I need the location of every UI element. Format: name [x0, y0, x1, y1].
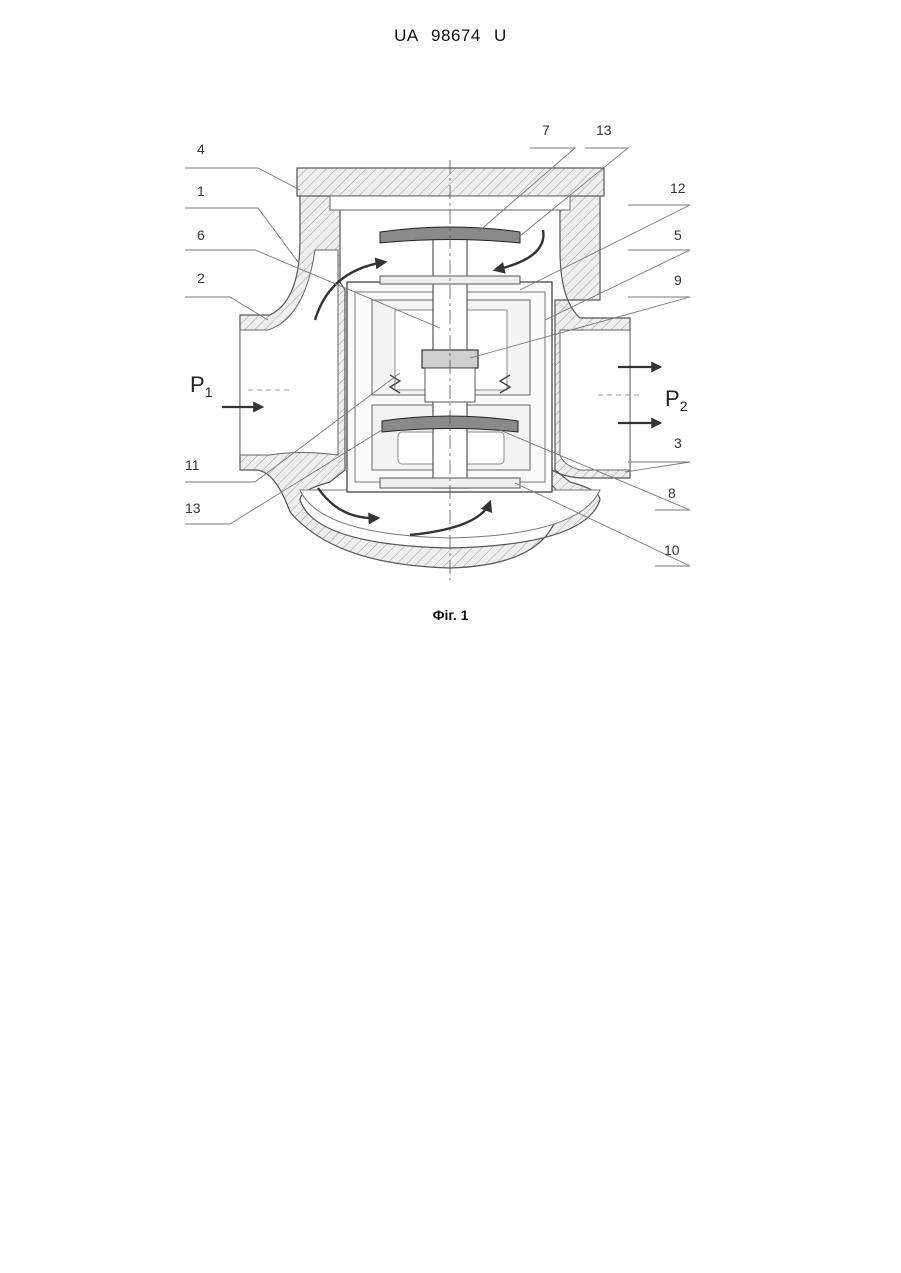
label-12: 12 — [670, 180, 686, 196]
label-9: 9 — [674, 272, 682, 288]
label-6: 6 — [197, 227, 205, 243]
label-5: 5 — [674, 227, 682, 243]
label-3: 3 — [674, 435, 682, 451]
label-13-top: 13 — [596, 122, 612, 138]
label-7: 7 — [542, 122, 550, 138]
cover — [297, 168, 604, 196]
label-13-bottom: 13 — [185, 500, 201, 516]
valve-cross-section-figure: 4 1 6 2 11 13 7 13 12 5 9 3 8 10 P1 P2 — [170, 110, 710, 590]
label-11: 11 — [185, 457, 200, 473]
patent-number-header: UA 98674 U — [0, 26, 901, 46]
pressure-in-label: P1 — [190, 372, 213, 400]
label-2: 2 — [197, 270, 205, 286]
figure-caption: Фіг. 1 — [0, 607, 901, 623]
label-4: 4 — [197, 141, 205, 157]
label-1: 1 — [197, 183, 205, 199]
label-8: 8 — [668, 485, 676, 501]
pressure-out-label: P2 — [665, 386, 688, 414]
label-10: 10 — [664, 542, 680, 558]
